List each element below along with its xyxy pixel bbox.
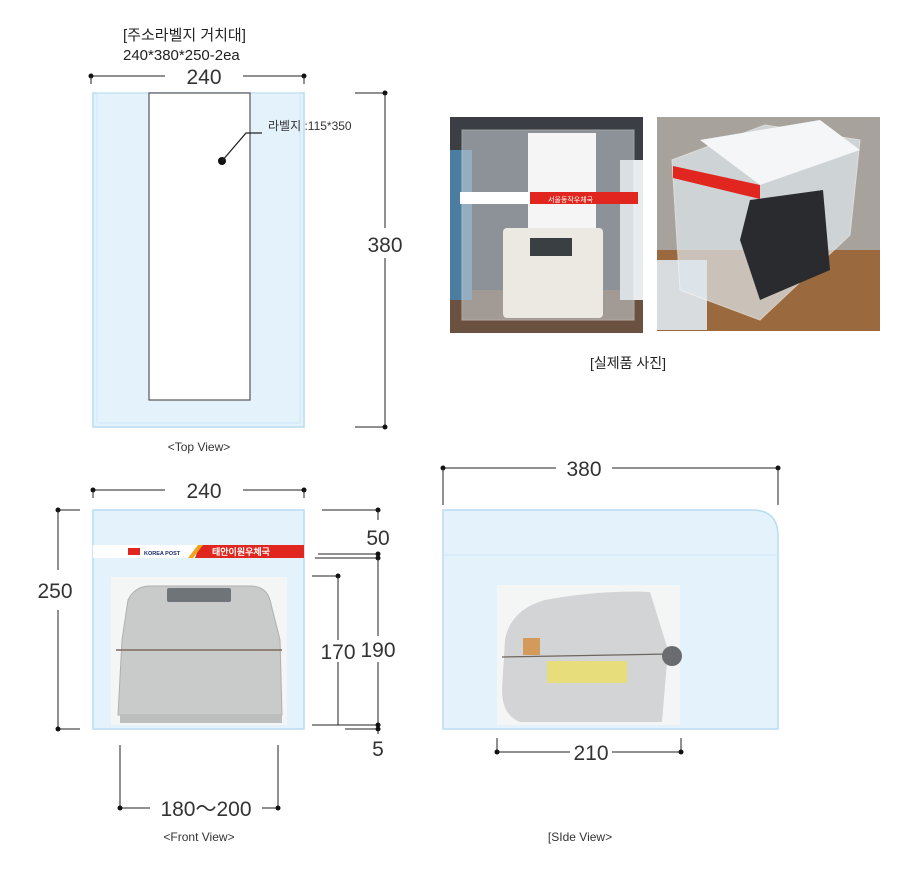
front-right-dimensions: 50 190 170 5 (312, 507, 396, 761)
photo-caption: [실제품 사진] (590, 355, 666, 371)
photo-banner-text: 서울동작우체국 (548, 195, 594, 204)
printer-width-label: 180～200 (160, 798, 251, 821)
front-height-label: 250 (37, 580, 72, 603)
side-printer-image (497, 585, 682, 725)
label-size-note: 라벨지 :115*350 (268, 119, 352, 133)
front-banner-red (195, 545, 304, 558)
inner-height-label: 190 (360, 639, 395, 662)
side-view-caption: [SIde View> (548, 830, 612, 844)
base-thickness-label: 5 (372, 738, 384, 761)
front-view-caption: <Front View> (163, 830, 234, 844)
front-width-dimension: 240 (90, 480, 307, 503)
product-title: [주소라벨지 거치대] (123, 27, 246, 44)
top-depth-label: 380 (367, 234, 402, 257)
product-photo-2 (657, 117, 880, 331)
front-width-label: 240 (186, 480, 221, 503)
product-photo-1: 서울동작우체국 (450, 117, 643, 333)
printer-depth-label: 210 (573, 742, 608, 765)
top-depth-dimension: 380 (355, 90, 403, 430)
product-dimensions: 240*380*250-2ea (123, 47, 240, 64)
korea-post-logo-icon (128, 548, 140, 555)
side-depth-label: 380 (566, 458, 601, 481)
label-paper-area (148, 92, 251, 401)
top-width-label: 240 (186, 66, 221, 89)
top-width-dimension: 240 (88, 66, 307, 89)
front-view: KOREA POST 태안이원우체국 240 250 50 (37, 480, 395, 844)
printer-width-dimension: 180～200 (117, 745, 281, 821)
top-view: 240 380 라벨지 :115*350 <Top View> (88, 66, 403, 454)
top-gap-label: 50 (366, 527, 389, 550)
front-banner-brand: KOREA POST (144, 551, 181, 557)
label-callout: 라벨지 :115*350 (218, 119, 352, 165)
printer-depth-dimension: 210 (494, 738, 684, 765)
side-knob-icon (662, 646, 682, 666)
printer-height-label: 170 (320, 641, 355, 664)
front-printer-image (111, 577, 287, 725)
side-depth-dimension: 380 (440, 458, 781, 505)
front-height-dimension: 250 (37, 507, 80, 732)
side-view: 380 210 [SIde View> (440, 458, 781, 844)
top-view-caption: <Top View> (168, 440, 231, 454)
front-banner-text: 태안이원우체국 (212, 546, 271, 557)
